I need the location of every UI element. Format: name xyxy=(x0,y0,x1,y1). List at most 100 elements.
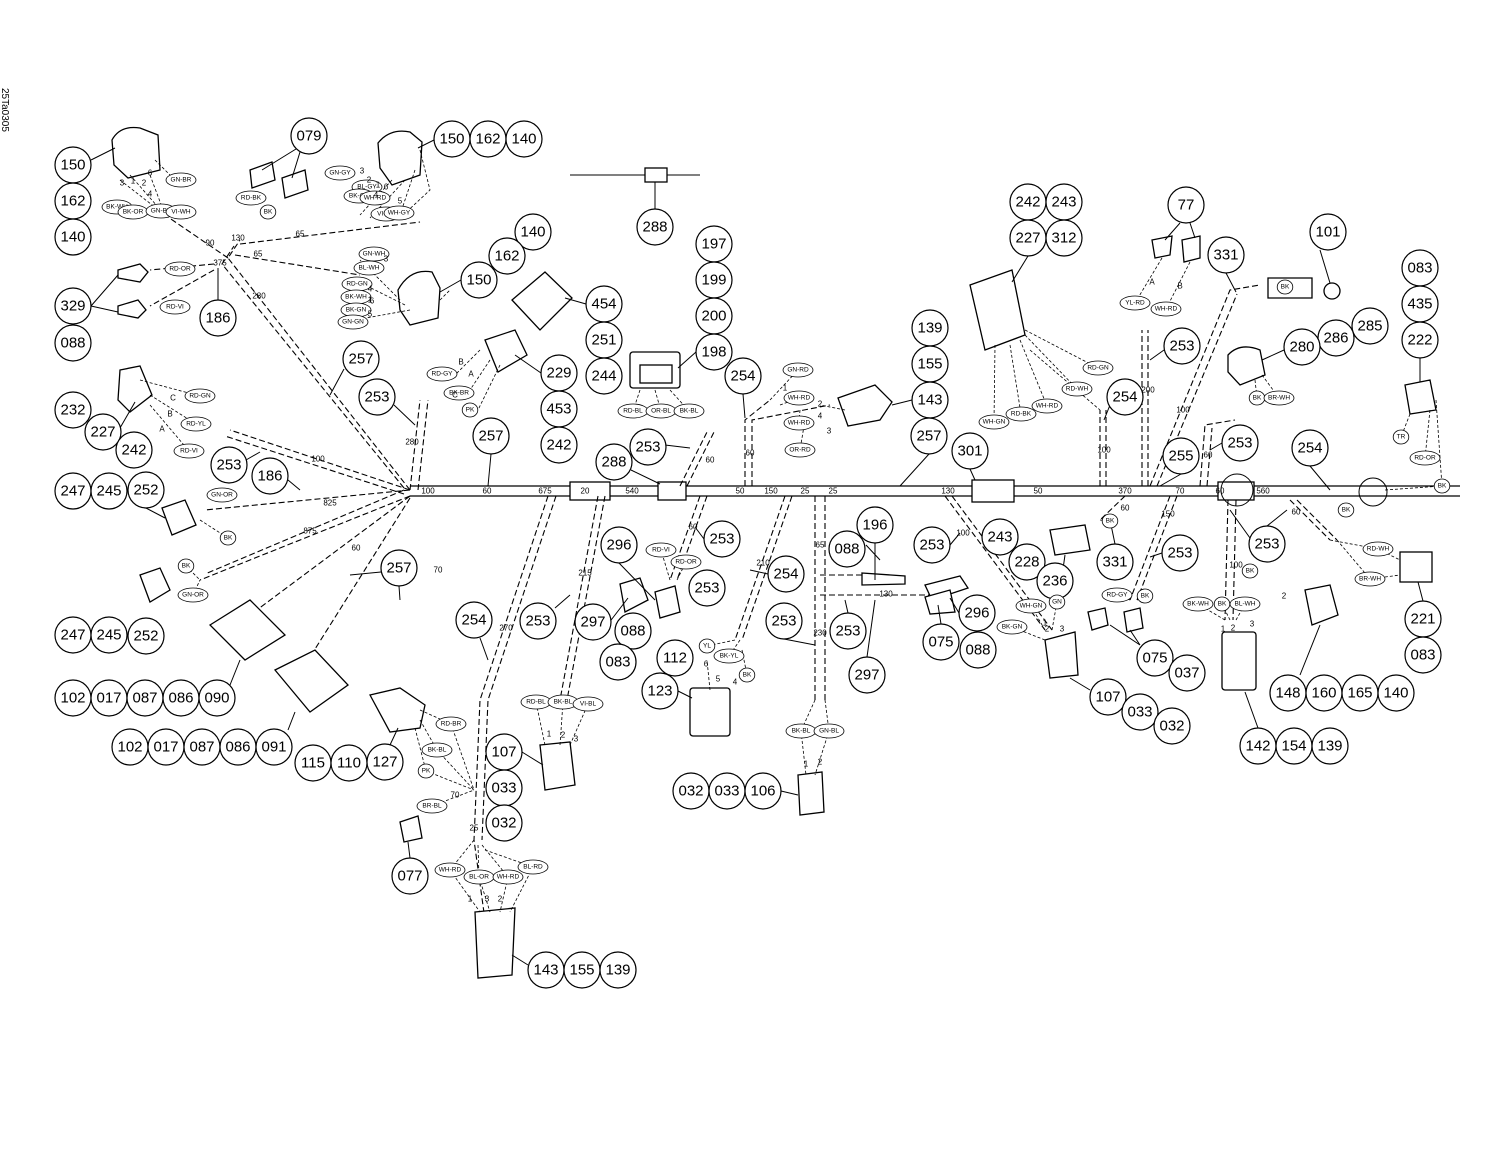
callout-circle xyxy=(54,218,92,256)
wire-color-tag: GN-BL xyxy=(813,723,845,739)
callout-number: 242 xyxy=(121,442,146,459)
callout-circle xyxy=(505,120,543,158)
part-callout: 086 xyxy=(219,728,257,766)
callout-number: 079 xyxy=(296,128,321,145)
part-callout: 150 xyxy=(54,146,92,184)
wire-color-tag: BK-GN xyxy=(996,619,1028,635)
callout-number: 257 xyxy=(916,428,941,445)
wire-color-text: YL xyxy=(703,643,711,650)
part-callout: 285 xyxy=(1351,307,1389,345)
part-callout: 162 xyxy=(469,120,507,158)
callout-number: 255 xyxy=(1168,448,1193,465)
wire-color-text: BK-BL xyxy=(792,728,811,735)
wire-color-oval xyxy=(1015,598,1047,614)
part-callout: 075 xyxy=(1136,639,1174,677)
callout-number: 222 xyxy=(1407,332,1432,349)
callout-number: 253 xyxy=(1227,435,1252,452)
callout-number: 140 xyxy=(511,131,536,148)
callout-number: 253 xyxy=(1254,536,1279,553)
wire-color-oval xyxy=(1354,571,1386,587)
part-callout: 087 xyxy=(183,728,221,766)
callout-number: 139 xyxy=(605,962,630,979)
wire-color-oval xyxy=(177,587,209,603)
part-callout: 254 xyxy=(455,601,493,639)
part-callout: 253 xyxy=(1161,534,1199,572)
part-callout: 454 xyxy=(585,285,623,323)
part-callout: 083 xyxy=(599,643,637,681)
trunk-length-label: 20 xyxy=(581,487,590,496)
wire-color-oval xyxy=(383,205,415,221)
callout-number: 198 xyxy=(701,344,726,361)
part-callout: 243 xyxy=(981,518,1019,556)
callout-circle xyxy=(1404,636,1442,674)
wire-color-tag: WH-RD xyxy=(492,869,524,885)
callout-number: 037 xyxy=(1174,665,1199,682)
trunk-length-label: 70 xyxy=(1176,487,1185,496)
connector-drawings xyxy=(111,126,1437,979)
callout-number: 086 xyxy=(225,739,250,756)
wire-color-oval xyxy=(235,190,267,206)
trunk-length-label: 130 xyxy=(941,487,955,496)
wire-color-text: BK xyxy=(1246,568,1255,575)
wire-color-oval xyxy=(1119,295,1151,311)
callout-circle xyxy=(1008,543,1046,581)
callout-circle xyxy=(856,506,894,544)
wire-color-text: WH-GY xyxy=(388,210,411,217)
callout-number: 253 xyxy=(835,623,860,640)
wire-color-text: BK xyxy=(1438,483,1447,490)
callout-circle xyxy=(127,471,165,509)
wire-color-text: BR-WH xyxy=(1268,395,1290,402)
callout-circle xyxy=(595,443,633,481)
part-callout: 280 xyxy=(1283,328,1321,366)
part-callout: 186 xyxy=(199,299,237,337)
callout-number: 242 xyxy=(1015,194,1040,211)
part-callout: 090 xyxy=(198,679,236,717)
wire-color-oval xyxy=(1337,502,1355,518)
wire-color-oval xyxy=(996,619,1028,635)
branch-length-label: 210 xyxy=(756,559,770,568)
callout-number: 285 xyxy=(1357,318,1382,335)
pin-number: B xyxy=(458,358,463,367)
callout-number: 229 xyxy=(546,365,571,382)
callout-number: 139 xyxy=(1317,738,1342,755)
part-callout: 257 xyxy=(342,340,380,378)
wire-color-tag: BK xyxy=(1433,478,1451,494)
pin-number: 4 xyxy=(733,678,738,687)
callout-number: 254 xyxy=(730,368,755,385)
wire-color-text: OR-BL xyxy=(651,408,671,415)
callout-number: 140 xyxy=(60,229,85,246)
callout-circle xyxy=(636,208,674,246)
part-callout: 112 xyxy=(656,639,694,677)
callout-number: 454 xyxy=(591,296,616,313)
callout-circle xyxy=(198,679,236,717)
callout-number: 245 xyxy=(96,627,121,644)
part-callout: 148 xyxy=(1269,674,1307,712)
wire-color-text: BL-OR xyxy=(469,874,489,881)
wire-color-tag: BK xyxy=(259,204,277,220)
part-callout: 088 xyxy=(959,631,997,669)
wire-color-text: BK xyxy=(1218,601,1227,608)
callout-number: 254 xyxy=(1112,389,1137,406)
wire-color-text: BK-GY xyxy=(349,193,370,200)
part-callout: 301 xyxy=(951,432,989,470)
pin-number: 1 xyxy=(368,296,373,305)
pin-number: 3 xyxy=(360,167,365,176)
wire-color-tag: BK xyxy=(1213,596,1231,612)
wire-color-text: BK-WH xyxy=(345,294,367,301)
callout-number: 251 xyxy=(591,332,616,349)
wire-color-oval xyxy=(434,862,466,878)
wire-color-text: GN xyxy=(1052,599,1062,606)
part-callout: 139 xyxy=(1311,727,1349,765)
callout-number: 257 xyxy=(348,351,373,368)
part-callout: 253 xyxy=(1221,424,1259,462)
wire-color-text: GN-WH xyxy=(363,251,386,258)
wire-color-tag: RD-OR xyxy=(164,261,196,277)
pin-number: 1 xyxy=(783,384,788,393)
callout-number: 075 xyxy=(928,634,953,651)
callout-circle xyxy=(251,457,289,495)
wire-color-oval xyxy=(782,362,814,378)
part-callout: 032 xyxy=(1153,707,1191,745)
wire-color-text: WH-RD xyxy=(1155,306,1178,313)
wire-color-text: RD-BR xyxy=(441,721,462,728)
callout-number: 107 xyxy=(491,744,516,761)
